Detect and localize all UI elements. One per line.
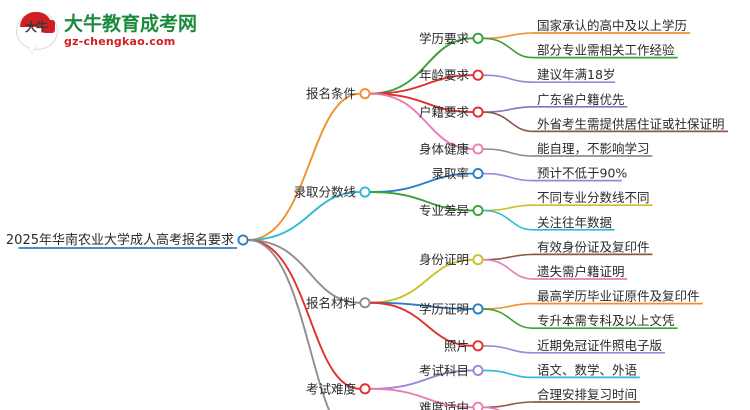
logo-url: gz-chengkao.com — [64, 35, 176, 48]
logo-text-block: 大牛教育成考网 gz-chengkao.com — [64, 13, 197, 49]
mindmap-link — [369, 172, 474, 193]
mindmap-root-node[interactable] — [237, 234, 249, 246]
mindmap-subnode[interactable] — [472, 204, 484, 217]
mindmap-leaf-label: 合理安排复习时间 — [537, 387, 637, 402]
mindmap-leaf-label: 不同专业分数线不同 — [537, 190, 650, 205]
mindmap-link — [247, 239, 361, 390]
mindmap-link — [482, 308, 534, 329]
mindmap-leaf-label: 外省考生需提供居住证或社保证明 — [537, 116, 725, 131]
mindmap-subnode-label: 户籍要求 — [419, 105, 470, 120]
mindmap-branch-label: 报名条件 — [306, 86, 356, 101]
mindmap-leaf-label: 遗失需户籍证明 — [537, 264, 625, 279]
mindmap-subnode-label: 考试科目 — [419, 363, 469, 378]
mindmap-link — [482, 37, 534, 59]
mindmap-link — [482, 106, 534, 113]
mindmap-link — [482, 204, 534, 212]
mindmap-leaf-label: 能自理，不影响学习 — [537, 141, 650, 156]
mindmap-branch-node[interactable] — [359, 88, 371, 100]
mindmap-subnode-label: 录取率 — [431, 166, 469, 181]
mindmap-branch-label: 考试难度 — [306, 381, 357, 396]
mindmap-link — [482, 253, 534, 261]
mindmap-subnode[interactable] — [472, 364, 484, 376]
mindmap-subnode[interactable] — [472, 106, 484, 118]
mindmap-subnode-label: 年龄要求 — [419, 68, 470, 83]
logo-red-seal — [42, 20, 55, 33]
mindmap-branch-node[interactable] — [359, 186, 371, 198]
mindmap-link — [369, 258, 474, 304]
mindmap-subnode[interactable] — [472, 32, 484, 44]
mindmap-link — [247, 239, 331, 410]
mindmap-leaf-label: 建议年满18岁 — [537, 67, 615, 82]
mindmap-link — [369, 92, 474, 150]
mindmap-branch-label: 录取分数线 — [293, 185, 356, 200]
mindmap-leaf-label: 部分专业需相关工作经验 — [537, 43, 675, 58]
mindmap-subnode[interactable] — [472, 168, 484, 180]
mindmap-link — [369, 191, 474, 212]
mindmap-links — [18, 32, 728, 410]
mindmap-leaf-label: 近期免冠证件照电子版 — [537, 338, 663, 353]
mindmap-link — [369, 387, 474, 409]
mindmap-link — [482, 258, 534, 280]
logo-title: 大牛教育成考网 — [64, 13, 198, 35]
mindmap-subnode-label: 身体健康 — [419, 142, 470, 157]
mindmap-leaf-label: 最高学历毕业证原件及复印件 — [537, 289, 700, 304]
mindmap-link — [482, 148, 534, 157]
mindmap-link — [482, 401, 534, 409]
mindmap-subnode-label: 照片 — [444, 338, 469, 353]
mindmap-link — [482, 111, 534, 133]
mindmap-leaf-label: 语文、数学、外语 — [537, 362, 637, 377]
mindmap-link — [482, 209, 534, 231]
mindmap-link — [482, 74, 534, 83]
mindmap-link — [369, 369, 474, 390]
mindmap-link — [247, 191, 361, 241]
mindmap-subnode-label: 学历证明 — [419, 301, 469, 316]
speech-bubble-tail — [27, 45, 37, 53]
mindmap-leaf-label: 关注往年数据 — [537, 215, 612, 230]
mindmap-subnode-label: 学历要求 — [419, 31, 470, 46]
mindmap-link — [482, 302, 534, 310]
mindmap-branch-node[interactable] — [359, 297, 371, 309]
mindmap-subnode[interactable] — [472, 143, 484, 155]
mindmap-leaf-label: 专升本需专科及以上文凭 — [537, 313, 675, 328]
mindmap-subnode-label: 专业差异 — [419, 203, 469, 218]
mindmap-link — [247, 92, 361, 241]
mindmap-link — [482, 369, 534, 379]
mindmap-link — [369, 37, 474, 95]
mindmap-link — [247, 239, 361, 304]
mindmap-leaf-label: 有效身份证及复印件 — [537, 239, 650, 254]
logo-mark-text: 大牛 — [24, 20, 48, 34]
mindmap-subnode-label: 身份证明 — [419, 252, 469, 267]
mindmap-leaf-label: 预计不低于90% — [537, 166, 627, 181]
mindmap-link — [369, 74, 474, 95]
mindmap-branch-label: 报名材料 — [306, 295, 357, 310]
mindmap-subnode[interactable] — [472, 340, 484, 352]
mindmap-subnode-label: 难度适中 — [419, 400, 469, 410]
mindmap-leaf-label: 广东省户籍优先 — [537, 92, 625, 107]
daniu-logo-icon: 大牛 — [14, 9, 58, 53]
mindmap-link — [369, 301, 474, 347]
mindmap-link — [482, 32, 534, 40]
mindmap-subnode[interactable] — [472, 69, 484, 81]
mindmap-leaf-label: 国家承认的高中及以上学历 — [537, 18, 687, 33]
mindmap-subnode[interactable] — [472, 303, 484, 315]
mindmap-subnode[interactable] — [472, 254, 484, 266]
mindmap-subnode[interactable] — [472, 401, 484, 410]
mindmap-link — [369, 92, 474, 114]
mindmap-branch-node[interactable] — [359, 383, 371, 395]
mindmap-link — [369, 301, 474, 310]
mindmap-link — [482, 406, 501, 410]
site-logo: 大牛 大牛教育成考网 gz-chengkao.com — [14, 6, 204, 56]
mindmap-link — [482, 345, 534, 354]
mindmap-link — [482, 172, 534, 182]
mindmap-root-label: 2025年华南农业大学成人高考报名要求 — [6, 232, 234, 248]
